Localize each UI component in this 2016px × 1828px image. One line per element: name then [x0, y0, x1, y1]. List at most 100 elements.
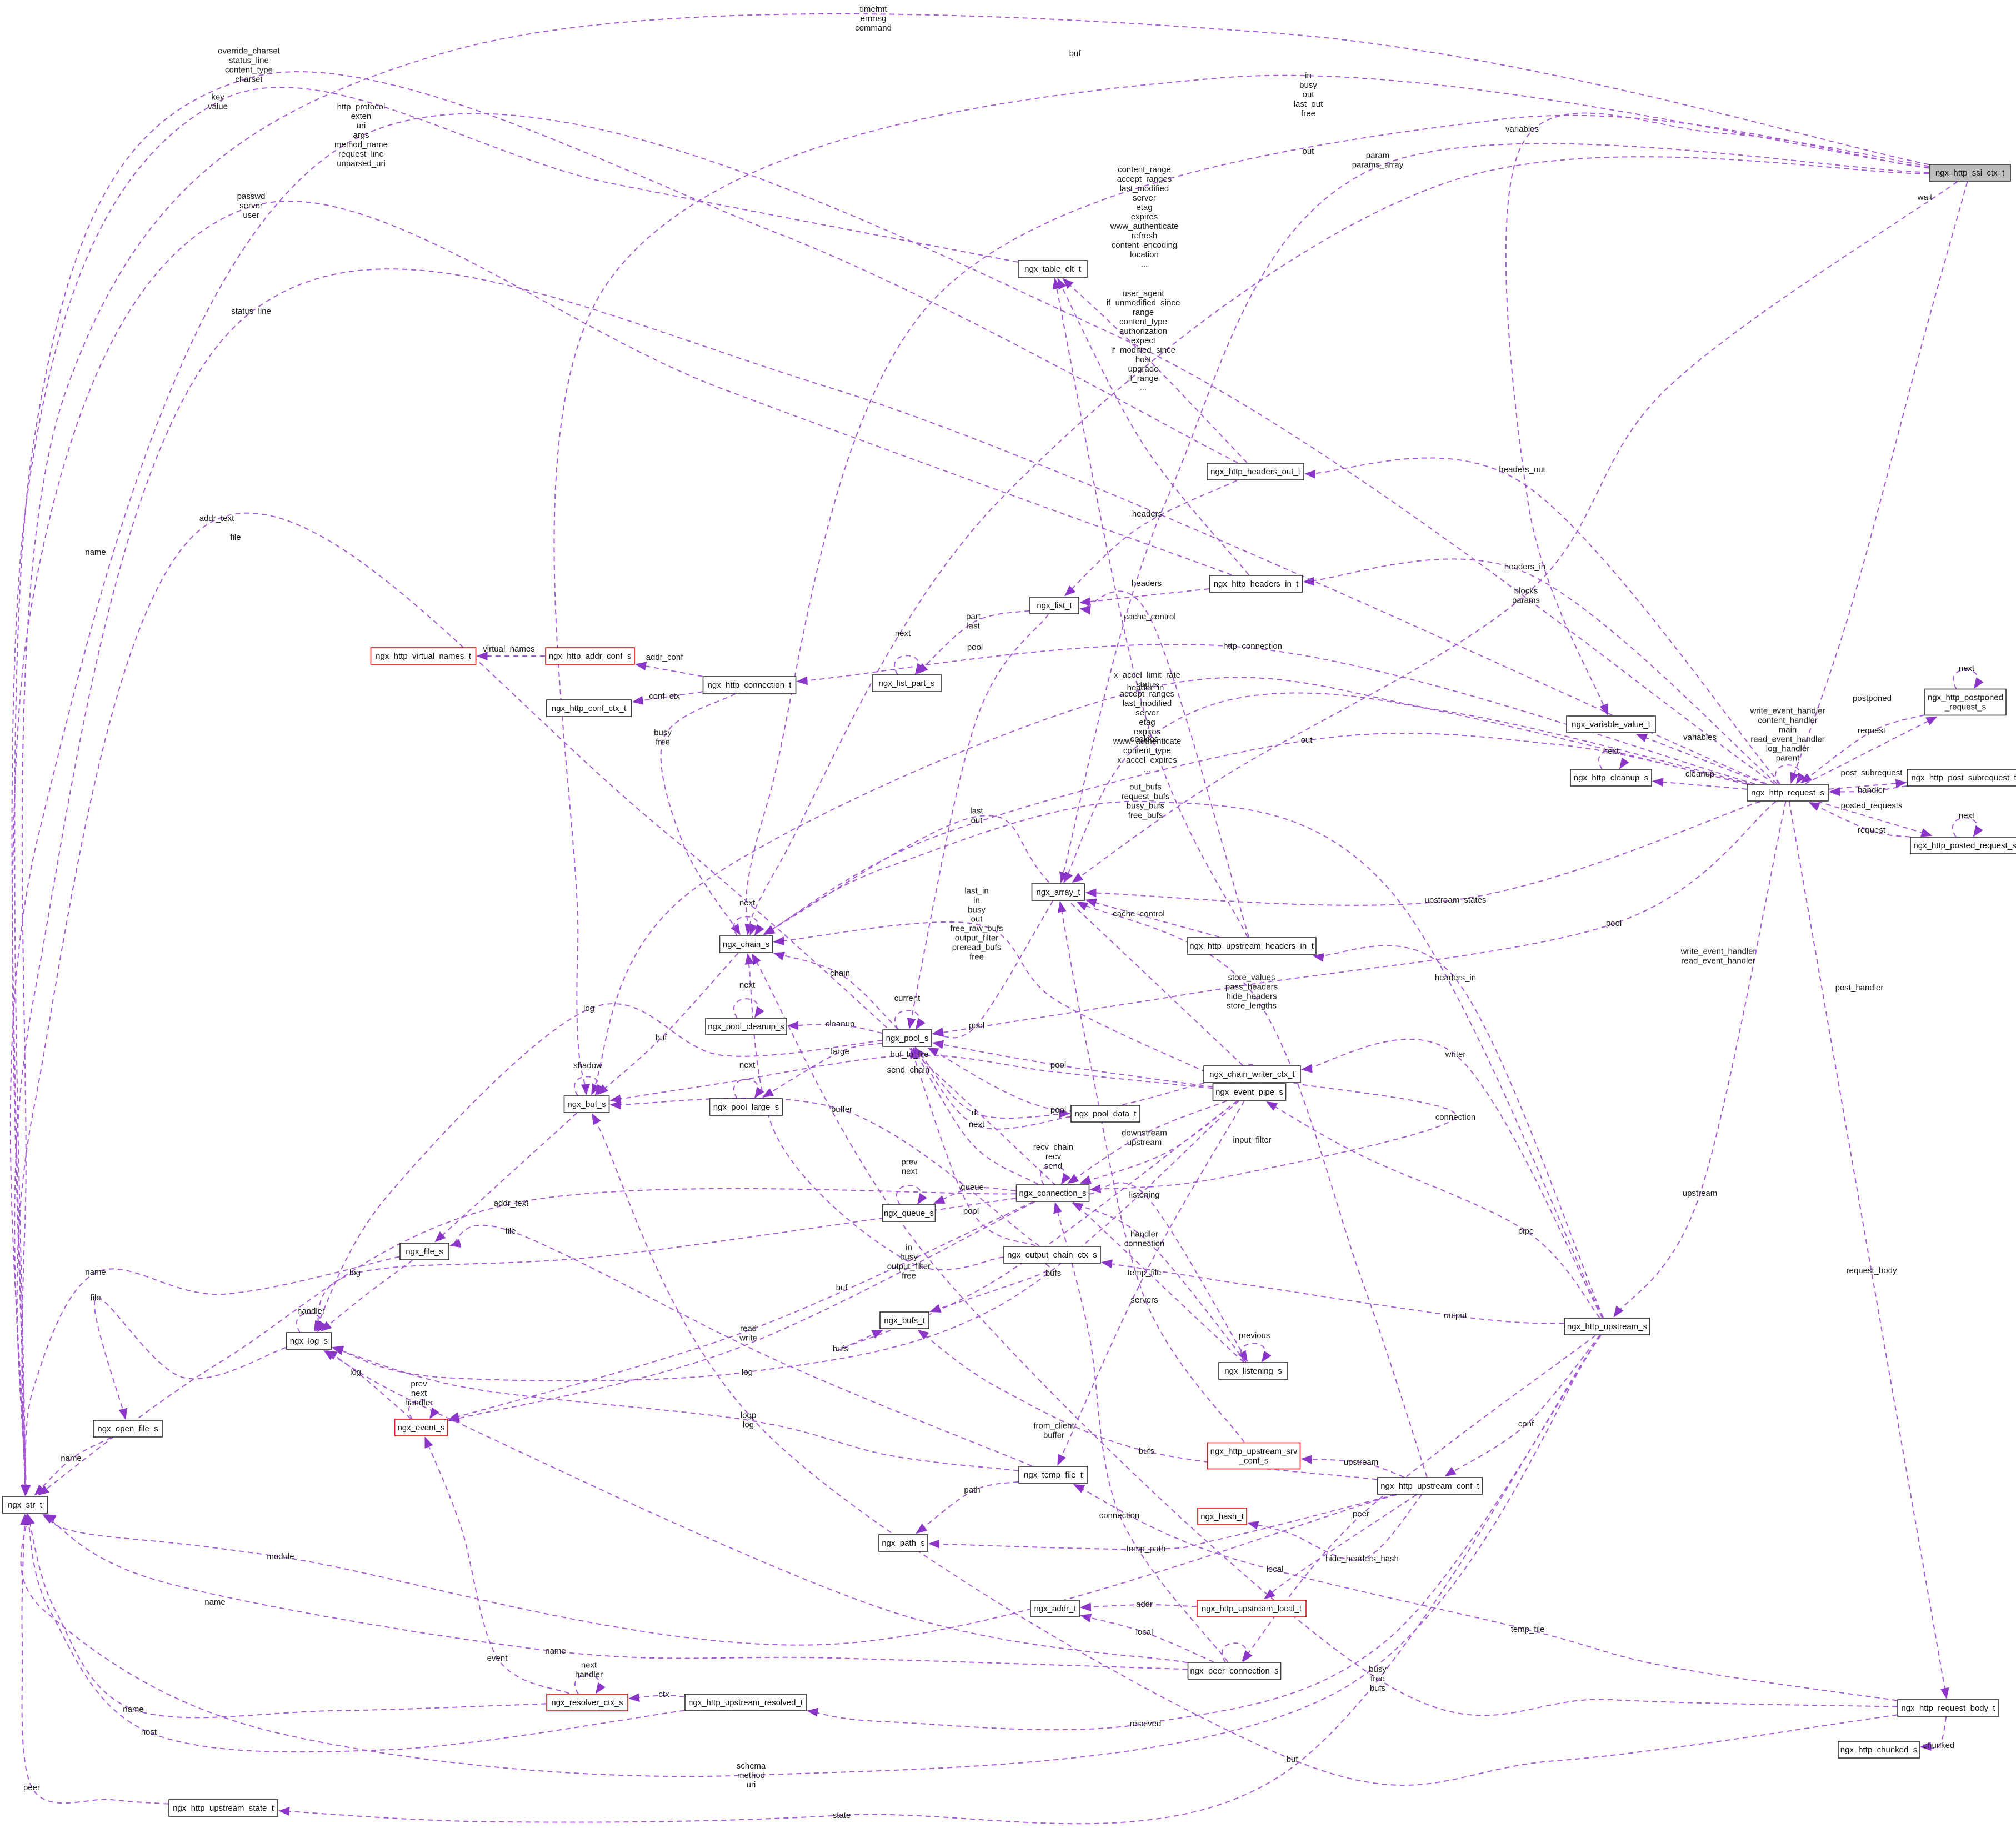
node-ngx_http_connection_t[interactable]: ngx_http_connection_t — [702, 676, 797, 694]
node-label: ngx_list_t — [1037, 601, 1072, 610]
node-ngx_list_t[interactable]: ngx_list_t — [1029, 597, 1079, 614]
edge-pipe-tmpf-67 — [1057, 1100, 1245, 1466]
node-ngx_listening_s[interactable]: ngx_listening_s — [1218, 1362, 1288, 1380]
edge-label-71: post_handler — [1835, 983, 1884, 993]
edge-req-psub-22 — [1828, 779, 1907, 790]
edge-label-34: name — [85, 548, 106, 557]
edge-label-131: temp_file — [1511, 1625, 1545, 1634]
edge-log-ofile-131 — [93, 1297, 286, 1420]
node-ngx_connection_s[interactable]: ngx_connection_s — [1015, 1184, 1090, 1202]
node-ngx_file_s[interactable]: ngx_file_s — [399, 1243, 449, 1260]
node-ngx_variable_value_t[interactable]: ngx_variable_value_t — [1566, 715, 1656, 733]
node-ngx_http_addr_conf_s[interactable]: ngx_http_addr_conf_s — [545, 647, 635, 665]
node-ngx_pool_cleanup_s[interactable]: ngx_pool_cleanup_s — [705, 1018, 787, 1035]
node-ngx_table_elt_t[interactable]: ngx_table_elt_t — [1018, 260, 1088, 278]
node-ngx_http_upstream_state_t[interactable]: ngx_http_upstream_state_t — [168, 1799, 278, 1817]
nodes-layer: ngx_http_ssi_ctx_t ngx_table_elt_t ngx_htt… — [2, 164, 2016, 1817]
edge-file-log-127 — [320, 1260, 413, 1332]
edge-rslv-str-121 — [26, 1514, 547, 1719]
node-ngx_http_cleanup_s[interactable]: ngx_http_cleanup_s — [1570, 769, 1652, 787]
node-ngx_pool_s[interactable]: ngx_pool_s — [882, 1029, 932, 1047]
node-label: ngx_variable_value_t — [1572, 720, 1651, 729]
edge-rbody-buf-103 — [592, 1113, 1898, 1786]
node-ngx_bufs_t[interactable]: ngx_bufs_t — [879, 1311, 929, 1329]
node-ngx_http_upstream_s[interactable]: ngx_http_upstream_s — [1564, 1318, 1650, 1335]
edge-ups-peer-78 — [1242, 1335, 1596, 1662]
node-ngx_peer_connection_s[interactable]: ngx_peer_connection_s — [1187, 1662, 1282, 1680]
node-ngx_pool_large_s[interactable]: ngx_pool_large_s — [709, 1098, 783, 1116]
node-ngx_http_upstream_local_t[interactable]: ngx_http_upstream_local_t — [1197, 1600, 1307, 1617]
edge-rslv-ev-122 — [424, 1436, 569, 1694]
edge-usrv-arr-113 — [1057, 901, 1245, 1443]
node-ngx_buf_s[interactable]: ngx_buf_s — [563, 1095, 610, 1113]
node-label: ngx_open_file_s — [97, 1424, 158, 1434]
edge-req-rbody-33 — [1788, 801, 1949, 1699]
node-ngx_event_pipe_s[interactable]: ngx_event_pipe_s — [1212, 1083, 1287, 1101]
node-ngx_path_s[interactable]: ngx_path_s — [878, 1534, 928, 1552]
edge-postp-req-35 — [1800, 714, 1925, 784]
edge-ups-uhin-73 — [1312, 945, 1604, 1318]
node-label: ngx_temp_file_t — [1024, 1470, 1083, 1480]
edge-label-38: request — [1858, 726, 1886, 735]
edge-req-hout-17 — [1304, 457, 1781, 784]
node-ngx_array_t[interactable]: ngx_array_t — [1031, 883, 1085, 901]
edge-label-31: status_line — [231, 307, 271, 316]
edge-label-95: file — [505, 1226, 516, 1236]
node-label: ngx_http_request_body_t — [1901, 1704, 1995, 1713]
node-ngx_http_headers_in_t[interactable]: ngx_http_headers_in_t — [1209, 575, 1303, 593]
node-ngx_chain_writer_ctx_t[interactable]: ngx_chain_writer_ctx_t — [1203, 1065, 1301, 1083]
edge-label-7: variables — [1505, 124, 1539, 134]
edge-label-26: pool — [967, 643, 983, 652]
node-ngx_http_request_s[interactable]: ngx_http_request_s — [1747, 784, 1829, 802]
edge-label-23: addr_conf — [646, 653, 684, 662]
edge-lpart-lpart-44 — [893, 655, 925, 675]
edge-cwriter-chain-70 — [763, 815, 1243, 1066]
node-ngx_chain_s[interactable]: ngx_chain_s — [719, 935, 773, 953]
edge-label-79: input_filter — [1233, 1135, 1271, 1145]
node-ngx_http_post_subrequest_t[interactable]: ngx_http_post_subrequest_t — [1907, 769, 2016, 787]
edge-hconn-chain-48 — [660, 693, 741, 935]
node-ngx_http_request_body_t[interactable]: ngx_http_request_body_t — [1897, 1699, 1999, 1717]
edge-tbl-str-41 — [11, 87, 1018, 1496]
node-ngx_open_file_s[interactable]: ngx_open_file_s — [93, 1420, 163, 1438]
node-ngx_list_part_s[interactable]: ngx_list_part_s — [872, 674, 942, 692]
edge-label-58: writer — [1445, 1050, 1466, 1059]
node-ngx_addr_t[interactable]: ngx_addr_t — [1030, 1600, 1080, 1617]
node-ngx_hash_t[interactable]: ngx_hash_t — [1197, 1508, 1247, 1525]
node-ngx_temp_file_t[interactable]: ngx_temp_file_t — [1018, 1466, 1088, 1484]
edge-label-93: output — [1444, 1311, 1468, 1320]
edge-label-63: cleanup — [826, 1019, 855, 1029]
node-ngx_http_upstream_conf_t[interactable]: ngx_http_upstream_conf_t — [1377, 1477, 1483, 1495]
node-ngx_pool_data_t[interactable]: ngx_pool_data_t — [1070, 1105, 1140, 1123]
edge-label-32: addr_text — [199, 514, 234, 523]
node-ngx_event_s[interactable]: ngx_event_s — [394, 1419, 448, 1436]
node-ngx_output_chain_ctx_s[interactable]: ngx_output_chain_ctx_s — [1003, 1246, 1101, 1264]
node-ngx_http_upstream_resolved_t[interactable]: ngx_http_upstream_resolved_t — [684, 1694, 807, 1711]
edge-label-65: next — [739, 1060, 756, 1070]
node-ngx_http_conf_ctx_t[interactable]: ngx_http_conf_ctx_t — [546, 699, 632, 717]
node-ngx_http_upstream_srv_conf_s[interactable]: ngx_http_upstream_srv_conf_s — [1207, 1442, 1301, 1470]
node-ngx_queue_s[interactable]: ngx_queue_s — [882, 1204, 936, 1222]
node-ngx_http_headers_out_t[interactable]: ngx_http_headers_out_t — [1207, 463, 1304, 480]
node-ngx_http_upstream_headers_in_t[interactable]: ngx_http_upstream_headers_in_t — [1187, 937, 1317, 955]
node-ngx_http_chunked_s[interactable]: ngx_http_chunked_s — [1838, 1741, 1920, 1759]
edge-hclean-hclean-40 — [1598, 749, 1629, 770]
node-ngx_resolver_ctx_s[interactable]: ngx_resolver_ctx_s — [546, 1694, 628, 1711]
node-ngx_str_t[interactable]: ngx_str_t — [2, 1496, 48, 1514]
node-ngx_http_posted_request_s[interactable]: ngx_http_posted_request_s — [1910, 837, 2016, 854]
edge-octx-bufs-86 — [929, 1263, 1050, 1313]
node-ngx_http_ssi_ctx_t[interactable]: ngx_http_ssi_ctx_t — [1929, 164, 2011, 182]
edge-ev-ev-133 — [408, 1399, 439, 1420]
node-ngx_log_s[interactable]: ngx_log_s — [286, 1332, 332, 1350]
edge-ups-octx-76 — [1101, 1259, 1564, 1324]
node-ngx_http_postponed_request_s[interactable]: ngx_http_postponed_request_s — [1924, 688, 2007, 716]
edge-label-51: chain — [830, 969, 850, 978]
node-ngx_http_virtual_names_t[interactable]: ngx_http_virtual_names_t — [370, 647, 477, 665]
edge-uhin-arr-16 — [1085, 898, 1220, 938]
